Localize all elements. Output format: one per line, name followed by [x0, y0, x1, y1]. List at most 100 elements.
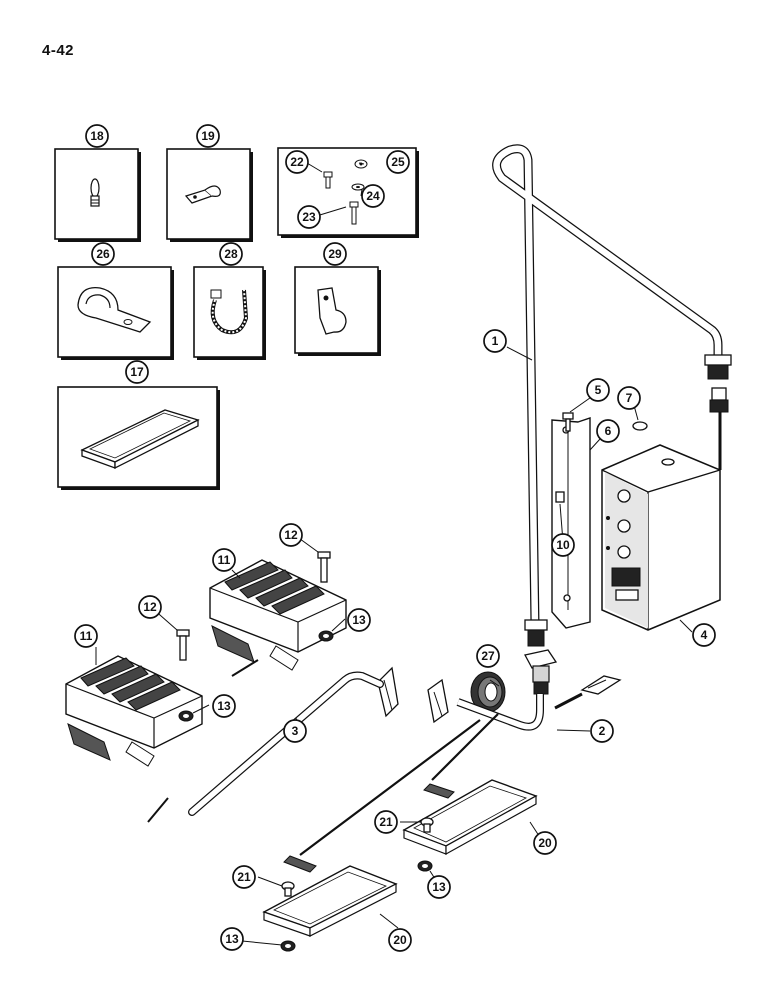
svg-text:2: 2	[599, 724, 606, 738]
callout-2: 2	[590, 719, 614, 743]
svg-text:20: 20	[538, 836, 552, 850]
callout-12-upper: 12	[279, 523, 303, 547]
bolt-12-upper	[317, 551, 331, 583]
mounting-plate-left	[262, 855, 398, 937]
svg-text:27: 27	[481, 649, 495, 663]
inset-box-cable-clip	[166, 148, 253, 242]
svg-text:20: 20	[393, 933, 407, 947]
bulb-icon	[90, 178, 100, 207]
nut-7	[632, 421, 648, 431]
callout-17: 17	[125, 360, 149, 384]
callout-5: 5	[586, 378, 610, 402]
svg-text:7: 7	[626, 391, 633, 405]
callout-11-lower: 11	[74, 624, 98, 648]
top-connector	[704, 354, 732, 470]
svg-text:5: 5	[595, 383, 602, 397]
connector-plug-a	[377, 666, 399, 718]
callout-25: 25	[386, 150, 410, 174]
bolt-12-lower	[176, 629, 190, 661]
callout-28: 28	[219, 242, 243, 266]
connector-plug-b	[427, 678, 449, 724]
callout-23: 23	[297, 205, 321, 229]
tie-strap-icon	[210, 289, 249, 335]
callout-21-right: 21	[374, 810, 398, 834]
screw-21-left	[281, 881, 295, 897]
bolt-5	[562, 412, 574, 432]
terminal-block-upper	[209, 559, 347, 671]
svg-text:11: 11	[218, 553, 231, 567]
svg-text:13: 13	[225, 932, 239, 946]
svg-text:13: 13	[432, 880, 446, 894]
connector-plug-c	[580, 675, 622, 695]
screw-10	[555, 491, 565, 503]
callout-29: 29	[323, 242, 347, 266]
cable-clip-icon	[184, 185, 221, 204]
svg-text:4: 4	[701, 628, 708, 642]
callout-22: 22	[285, 150, 309, 174]
svg-text:10: 10	[556, 538, 570, 552]
inset-box-cable-clamp	[57, 266, 174, 360]
inset-box-bulb	[54, 148, 141, 242]
bolt-icon	[349, 201, 359, 225]
nut-13-lower	[178, 710, 194, 722]
callout-18: 18	[85, 124, 109, 148]
svg-text:18: 18	[90, 129, 104, 143]
callout-7: 7	[617, 386, 641, 410]
page-number: 4-42	[42, 42, 75, 59]
callout-13-bottom: 13	[220, 927, 244, 951]
cable-clamp-icon	[77, 286, 152, 333]
inset-box-p-clip	[294, 266, 381, 356]
svg-text:23: 23	[302, 210, 316, 224]
callout-10: 10	[551, 533, 575, 557]
svg-text:24: 24	[366, 189, 380, 203]
p-clip-icon	[317, 287, 347, 335]
callout-11-upper: 11	[212, 548, 236, 572]
svg-text:12: 12	[143, 600, 157, 614]
svg-text:19: 19	[201, 129, 215, 143]
callout-20-right: 20	[533, 831, 557, 855]
callout-12-lower: 12	[138, 595, 162, 619]
harness-cables	[147, 659, 583, 856]
washer-icon	[351, 183, 365, 191]
callout-3: 3	[283, 719, 307, 743]
screw-21-right	[420, 817, 434, 833]
svg-text:26: 26	[96, 247, 110, 261]
callout-13-right: 13	[427, 875, 451, 899]
svg-text:3: 3	[292, 724, 299, 738]
svg-text:11: 11	[80, 629, 93, 643]
callout-6: 6	[596, 419, 620, 443]
callout-20-left: 20	[388, 928, 412, 952]
bulkhead-connector	[524, 649, 558, 695]
rod-connector-lower	[524, 619, 548, 647]
svg-text:17: 17	[130, 365, 144, 379]
nut-13-bottom	[280, 940, 296, 952]
svg-text:21: 21	[237, 870, 251, 884]
callout-1: 1	[483, 329, 507, 353]
nut-13-right	[417, 860, 433, 872]
screw-icon	[323, 171, 333, 189]
svg-text:13: 13	[352, 613, 366, 627]
callout-24: 24	[361, 184, 385, 208]
harness-rod	[492, 144, 723, 630]
callout-13-lower: 13	[212, 694, 236, 718]
inset-box-pad	[57, 386, 220, 490]
control-module	[601, 444, 721, 631]
svg-text:1: 1	[492, 334, 499, 348]
nut-13-upper	[318, 630, 334, 642]
callout-21-left: 21	[232, 865, 256, 889]
callout-27: 27	[476, 644, 500, 668]
svg-text:6: 6	[605, 424, 612, 438]
pad-icon	[80, 409, 200, 470]
svg-text:13: 13	[217, 699, 231, 713]
inset-box-tie-strap	[193, 266, 266, 360]
callout-26: 26	[91, 242, 115, 266]
mounting-bracket	[551, 417, 591, 629]
svg-text:29: 29	[328, 247, 342, 261]
callout-13-upper: 13	[347, 608, 371, 632]
svg-text:25: 25	[391, 155, 405, 169]
callout-4: 4	[692, 623, 716, 647]
terminal-block-lower	[65, 655, 203, 767]
svg-text:21: 21	[379, 815, 393, 829]
svg-text:22: 22	[290, 155, 304, 169]
